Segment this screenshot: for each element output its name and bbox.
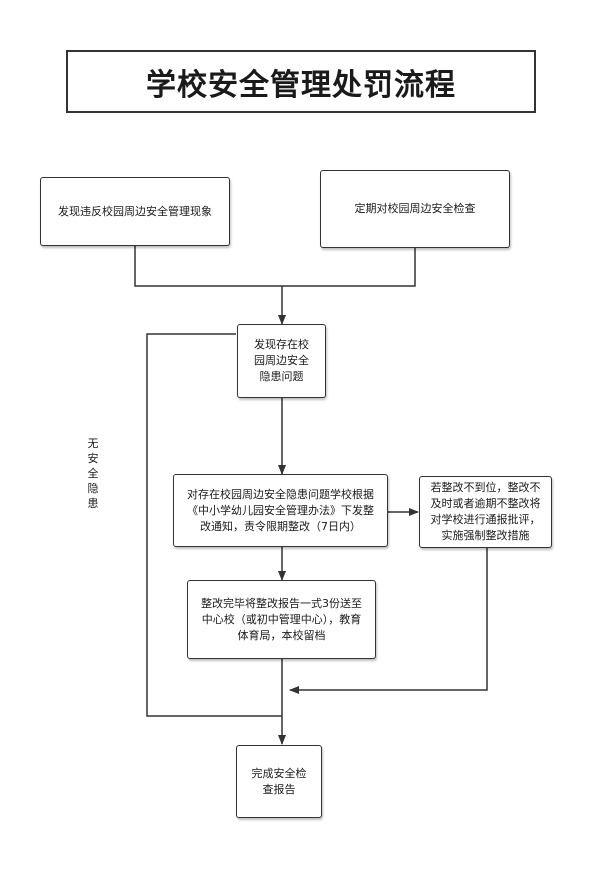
connector-left-merge <box>134 246 282 287</box>
rectify-notice-label: 对存在校园周边安全隐患问题学校根据《中小学幼儿园安全管理办法》下发整改通知，责令… <box>187 487 374 533</box>
no-hazard-label: 无安全隐患 <box>87 437 99 510</box>
complete-report-box: 完成安全检查报告 <box>236 745 322 818</box>
connector-right-merge <box>282 248 416 287</box>
regular-check-box: 定期对校园周边安全检查 <box>320 170 510 248</box>
connector-no-hazard-bypass <box>146 333 282 717</box>
enforcement-box: 若整改不到位，整改不及时或者逾期不整改将对学校进行通报批评，实施强制整改措施 <box>419 476 552 548</box>
hazard-found-box: 发现存在校园周边安全隐患问题 <box>237 324 326 398</box>
report-submit-box: 整改完毕将整改报告一式3份送至中心校（或初中管理中心），教育体育局，本校留档 <box>187 580 376 659</box>
complete-report-label: 完成安全检查报告 <box>251 766 307 796</box>
rectify-notice-box: 对存在校园周边安全隐患问题学校根据《中小学幼儿园安全管理办法》下发整改通知，责令… <box>173 474 388 547</box>
violation-found-box: 发现违反校园周边安全管理现象 <box>40 177 230 246</box>
report-submit-label: 整改完毕将整改报告一式3份送至中心校（或初中管理中心），教育体育局，本校留档 <box>201 596 362 642</box>
regular-check-label: 定期对校园周边安全检查 <box>354 202 476 215</box>
title-box: 学校安全管理处罚流程 <box>66 50 536 113</box>
hazard-found-label: 发现存在校园周边安全隐患问题 <box>254 338 309 383</box>
connector-enforcement-return <box>289 548 488 694</box>
enforcement-label: 若整改不到位，整改不及时或者逾期不整改将对学校进行通报批评，实施强制整改措施 <box>430 481 541 542</box>
page-title: 学校安全管理处罚流程 <box>146 67 456 103</box>
violation-found-label: 发现违反校园周边安全管理现象 <box>58 204 212 218</box>
